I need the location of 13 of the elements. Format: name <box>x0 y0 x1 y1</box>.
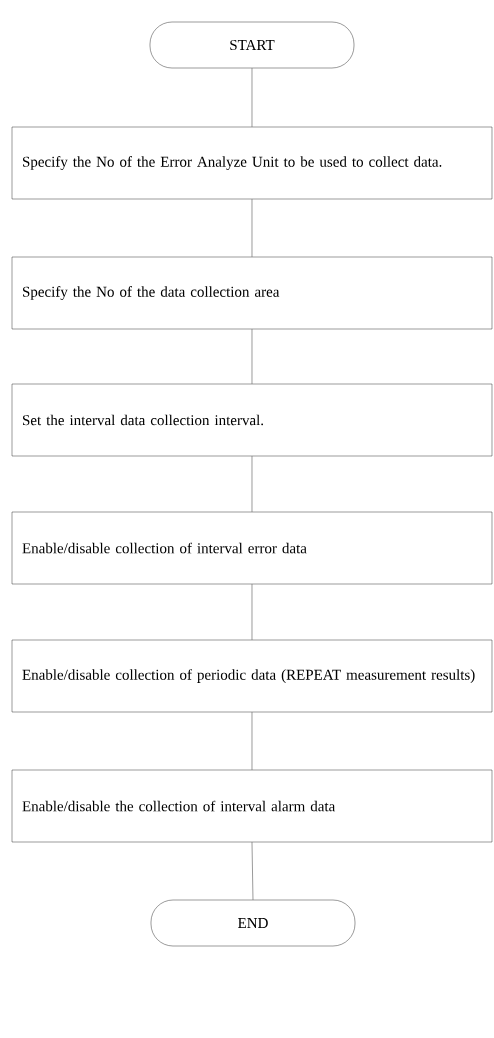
process-box: Specify the No of the data collection area <box>11 256 493 330</box>
connector-line <box>251 584 253 640</box>
process-box: Specify the No of the Error Analyze Unit to be used to collect data. <box>11 126 493 200</box>
connector-line <box>251 199 253 257</box>
process-box: Enable/disable collection of periodic data (REPEAT measurement results) <box>11 639 493 713</box>
process-box: Set the interval data collection interval. <box>11 383 493 457</box>
connector-line <box>251 712 253 770</box>
connector-line <box>251 456 253 512</box>
connector-line <box>251 842 254 900</box>
connector-line <box>251 329 253 384</box>
connector-line <box>251 68 253 127</box>
process-box: Enable/disable the collection of interval alarm data <box>11 769 493 843</box>
process-box: Enable/disable collection of interval error data <box>11 511 493 585</box>
